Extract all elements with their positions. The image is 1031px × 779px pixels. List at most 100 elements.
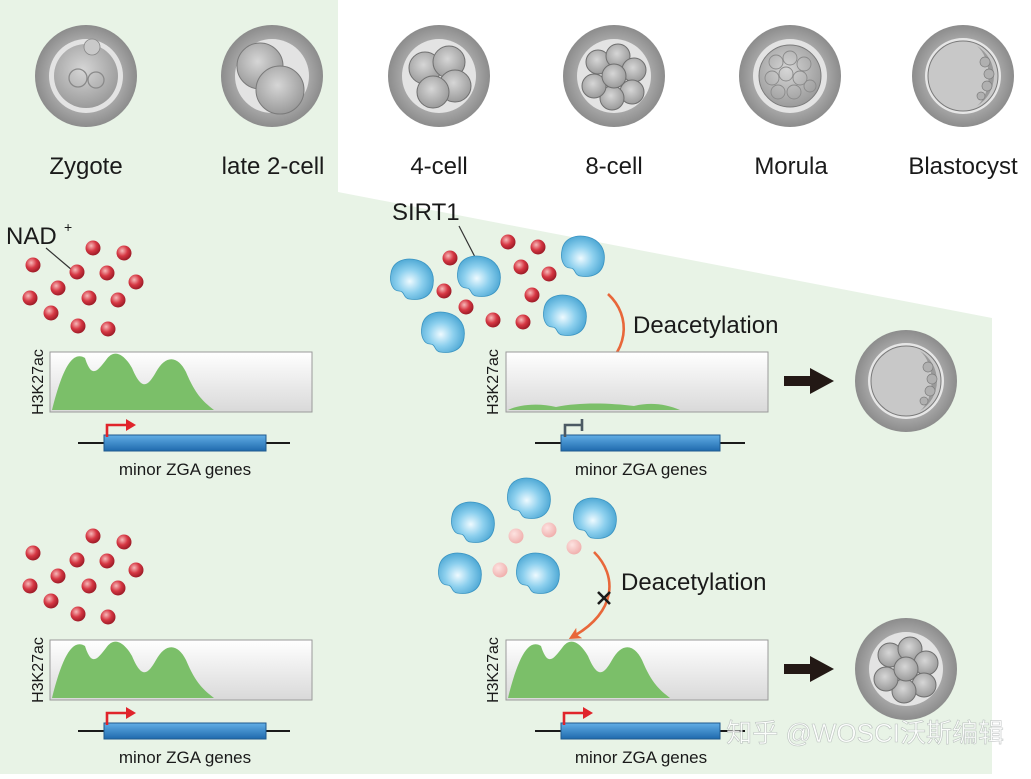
nad-molecule-faded-icon (508, 528, 524, 544)
nad-molecule-icon (43, 593, 59, 609)
signal-panel-top-left: H3K27ac (30, 349, 313, 415)
eight-cell-embryo-icon (855, 618, 957, 720)
zygote-icon (35, 25, 137, 127)
nad-molecule-faded-icon (541, 522, 557, 538)
eight-cell-embryo-icon (563, 25, 665, 127)
promoter-arrow-icon (105, 419, 136, 437)
nad-molecule-icon (128, 562, 144, 578)
nad-molecule-icon (458, 299, 474, 315)
gene-track-bottom-left: minor ZGA genes (78, 707, 290, 767)
stage-labels: Zygote late 2-cell 4-cell 8-cell Morula … (49, 153, 1018, 180)
nad-molecule-icon (500, 234, 516, 250)
nad-molecule-icon (85, 240, 101, 256)
h3k27ac-axis-label: H3K27ac (30, 637, 47, 703)
nad-molecule-icon (116, 245, 132, 261)
background-shading (0, 0, 992, 774)
nad-molecule-icon (128, 274, 144, 290)
nad-molecule-icon (70, 318, 86, 334)
nad-molecule-icon (100, 321, 116, 337)
gene-label: minor ZGA genes (119, 460, 251, 479)
nad-molecule-icon (442, 250, 458, 266)
nad-molecule-icon (110, 580, 126, 596)
blastocyst-icon (855, 330, 957, 432)
promoter-arrow-icon (562, 707, 593, 725)
nad-molecule-icon (22, 578, 38, 594)
sirt1-label-leader (458, 225, 476, 258)
nad-label-text: NAD (6, 223, 57, 250)
stage-label-8-cell: 8-cell (585, 153, 642, 180)
stage-label-morula: Morula (754, 153, 828, 180)
nad-molecule-icon (485, 312, 501, 328)
gene-track-top-right: minor ZGA genes (535, 419, 745, 479)
deacetylation-arrow-active: Deacetylation (586, 293, 778, 380)
blocked-x-icon (597, 591, 611, 605)
gene-track-top-left: minor ZGA genes (78, 419, 290, 479)
embryo-stage-row (35, 25, 1014, 127)
nad-molecule-icon (69, 552, 85, 568)
nad-molecule-icon (25, 545, 41, 561)
nad-molecule-icon (436, 283, 452, 299)
outcome-arrow-icon (784, 368, 834, 394)
nad-molecule-icon (70, 606, 86, 622)
gene-body (103, 434, 267, 452)
stage-label-late-2-cell: late 2-cell (222, 153, 325, 180)
nad-label: NAD + (6, 219, 73, 271)
gene-label: minor ZGA genes (575, 748, 707, 767)
stage-label-4-cell: 4-cell (410, 153, 467, 180)
gene-body (560, 434, 721, 452)
gene-body (560, 722, 721, 740)
nad-molecule-icon (524, 287, 540, 303)
gene-label: minor ZGA genes (119, 748, 251, 767)
outcome-arrow-icon (784, 656, 834, 682)
h3k27ac-signal-peaks (508, 641, 670, 698)
h3k27ac-signal-peaks (52, 353, 214, 410)
nad-molecule-faded-icon (492, 562, 508, 578)
signal-panel-bottom-left: H3K27ac (30, 637, 313, 703)
deacetylation-label-blocked: Deacetylation (621, 569, 766, 596)
h3k27ac-axis-label: H3K27ac (30, 349, 47, 415)
stage-label-blastocyst: Blastocyst (908, 153, 1018, 180)
nad-molecule-icon (43, 305, 59, 321)
nad-molecule-icon (99, 553, 115, 569)
nad-label-superscript: + (64, 219, 72, 235)
nad-molecule-icon (515, 314, 531, 330)
nad-molecule-faded-icon (566, 539, 582, 555)
gene-body (103, 722, 267, 740)
signal-panel-top-right: H3K27ac (485, 349, 769, 415)
h3k27ac-signal-low (508, 403, 680, 410)
two-cell-embryo-icon (221, 25, 323, 127)
signal-panel-bottom-right: H3K27ac (485, 637, 769, 703)
nad-molecule-icon (513, 259, 529, 275)
nad-molecule-icon (100, 609, 116, 625)
nad-molecule-icon (85, 528, 101, 544)
blocked-promoter-icon (563, 419, 584, 437)
deacetylation-arrow-blocked: Deacetylation (568, 551, 766, 639)
promoter-arrow-icon (105, 707, 136, 725)
h3k27ac-axis-label: H3K27ac (485, 349, 502, 415)
h3k27ac-axis-label: H3K27ac (485, 637, 502, 703)
nad-molecule-icon (50, 568, 66, 584)
gene-label: minor ZGA genes (575, 460, 707, 479)
h3k27ac-signal-peaks (52, 641, 214, 698)
nad-molecule-icon (541, 266, 557, 282)
watermark: 知乎 @WOSCI沃斯编辑 (726, 718, 1004, 748)
four-cell-embryo-icon (388, 25, 490, 127)
nad-molecule-icon (116, 534, 132, 550)
nad-molecule-icon (22, 290, 38, 306)
nad-molecule-icon (99, 265, 115, 281)
gene-track-bottom-right: minor ZGA genes (535, 707, 745, 767)
deacetylation-label-active: Deacetylation (633, 312, 778, 339)
nad-molecule-icon (25, 257, 41, 273)
nad-molecule-icon (81, 578, 97, 594)
sirt1-label: SIRT1 (392, 199, 460, 226)
nad-molecule-icon (530, 239, 546, 255)
nad-label-leader (45, 247, 73, 271)
nad-molecule-icon (69, 264, 85, 280)
nad-molecule-icon (50, 280, 66, 296)
morula-icon (739, 25, 841, 127)
stage-label-zygote: Zygote (49, 153, 122, 180)
nad-molecule-icon (81, 290, 97, 306)
nad-molecule-icon (110, 292, 126, 308)
